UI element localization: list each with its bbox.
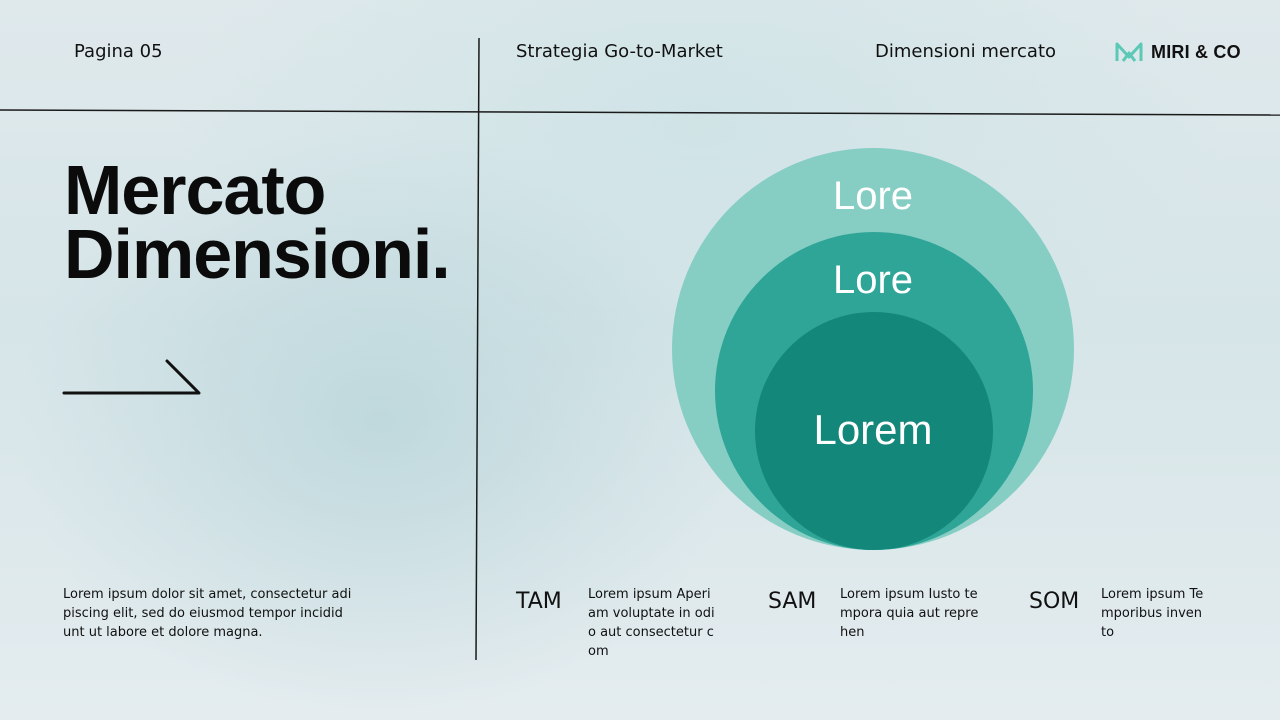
som-circle xyxy=(755,312,993,550)
heading-line-1: Mercato xyxy=(64,151,326,229)
som-description: Lorem ipsum Te mporibus inven to xyxy=(1101,587,1204,640)
sam-description: Lorem ipsum Iusto te mpora quia aut repr… xyxy=(840,587,979,640)
som-circle-label: Lorem xyxy=(813,406,933,453)
brand-logo[interactable]: MIRI & CO xyxy=(1115,40,1241,64)
page-number: Pagina 05 xyxy=(74,41,163,62)
som-label: SOM xyxy=(1029,589,1080,614)
arrow-right-icon xyxy=(62,359,201,395)
heading-line-2: Dimensioni. xyxy=(64,215,451,293)
sam-circle-label: Lore xyxy=(832,258,914,302)
page-heading: Mercato Dimensioni. xyxy=(64,151,451,293)
vertical-divider xyxy=(475,37,480,661)
tam-circle-label: Lore xyxy=(832,174,914,218)
tam-label: TAM xyxy=(516,589,562,614)
section-title: Strategia Go-to-Market xyxy=(516,41,723,62)
intro-paragraph: Lorem ipsum dolor sit amet, consectetur … xyxy=(63,587,352,640)
tam-description: Lorem ipsum Aperi am voluptate in odi o … xyxy=(588,587,715,659)
brand-name: MIRI & CO xyxy=(1151,41,1241,62)
m-logo-icon xyxy=(1115,42,1143,62)
topic-title: Dimensioni mercato xyxy=(875,41,1057,62)
sam-label: SAM xyxy=(768,589,817,614)
market-size-diagram: Lore Lore Lorem xyxy=(672,148,1076,552)
horizontal-divider xyxy=(0,109,1280,116)
